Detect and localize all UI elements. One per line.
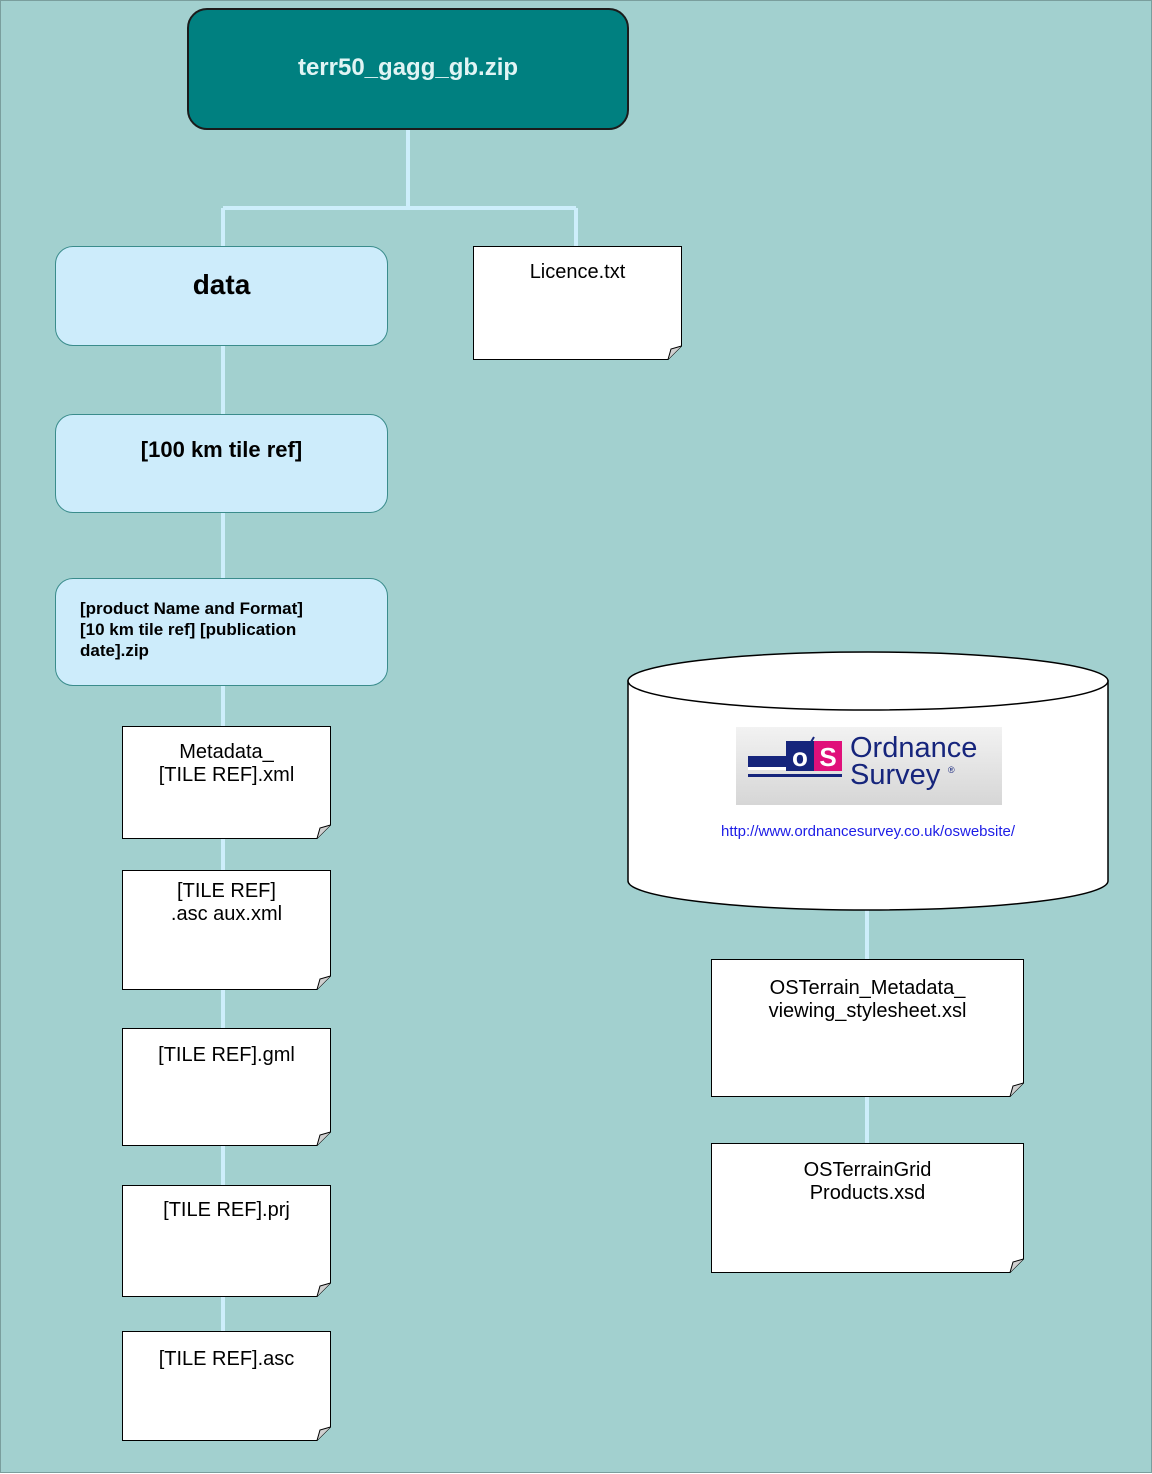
os-logo-word-1: Ordnance (850, 732, 978, 764)
product-zip-label-line-1: [product Name and Format] (80, 599, 303, 618)
aux-file-node: [TILE REF] .asc aux.xml (122, 870, 331, 990)
prj-file-node: [TILE REF].prj (122, 1185, 331, 1297)
document-icon (122, 1028, 331, 1146)
metadata-file-node: Metadata_ [TILE REF].xml (122, 726, 331, 839)
licence-file-label: Licence.txt (529, 261, 626, 283)
tile-100km-folder-label: [100 km tile ref] (140, 437, 303, 462)
document-icon (473, 246, 682, 360)
product-zip-label-line-3: date].zip (80, 641, 149, 660)
svg-text:S: S (819, 742, 836, 772)
document-icon (122, 1331, 331, 1441)
licence-file-node: Licence.txt (473, 246, 682, 360)
asc-file-label: [TILE REF].asc (158, 1348, 295, 1370)
product-zip-label-line-2: [10 km tile ref] [publication (80, 620, 297, 639)
document-icon (122, 726, 331, 839)
stylesheet-file-label-line-2: viewing_stylesheet.xsl (768, 1000, 967, 1022)
stylesheet-file-label-line-1: OSTerrain_Metadata_ (769, 977, 966, 999)
ordnance-survey-logo: o S Ordnance Survey ® (736, 727, 1002, 805)
document-icon (122, 870, 331, 990)
ordnance-survey-url-link[interactable]: http://www.ordnancesurvey.co.uk/oswebsit… (720, 823, 1016, 840)
aux-file-label-line-1: [TILE REF] (177, 880, 276, 902)
stylesheet-file-node: OSTerrain_Metadata_ viewing_stylesheet.x… (711, 959, 1024, 1097)
schema-file-node: OSTerrainGrid Products.xsd (711, 1143, 1024, 1273)
schema-file-label-line-1: OSTerrainGrid (803, 1159, 932, 1181)
document-icon (711, 959, 1024, 1097)
tile-100km-folder-node: [100 km tile ref] (55, 414, 388, 513)
root-zip-node: terr50_gagg_gb.zip (187, 8, 629, 130)
data-folder-label: data (192, 269, 251, 300)
os-logo-word-2: Survey (850, 759, 941, 791)
metadata-file-label-line-1: Metadata_ (179, 741, 274, 763)
metadata-file-label-line-2: [TILE REF].xml (158, 764, 295, 786)
prj-file-label: [TILE REF].prj (163, 1199, 290, 1221)
os-logo-text: Ordnance Survey (850, 732, 978, 791)
aux-file-label-line-2: .asc aux.xml (170, 903, 283, 925)
document-icon (122, 1185, 331, 1297)
registered-mark: ® (948, 765, 955, 775)
product-zip-node: [product Name and Format] [10 km tile re… (55, 578, 388, 686)
data-folder-node: data (55, 246, 388, 346)
os-logo-icon: o S (748, 736, 842, 777)
document-icon (711, 1143, 1024, 1273)
svg-text:o: o (792, 742, 808, 772)
gml-file-label: [TILE REF].gml (158, 1044, 295, 1066)
schema-file-label-line-2: Products.xsd (809, 1182, 926, 1204)
asc-file-node: [TILE REF].asc (122, 1331, 331, 1441)
gml-file-node: [TILE REF].gml (122, 1028, 331, 1146)
root-zip-label: terr50_gagg_gb.zip (297, 54, 519, 81)
